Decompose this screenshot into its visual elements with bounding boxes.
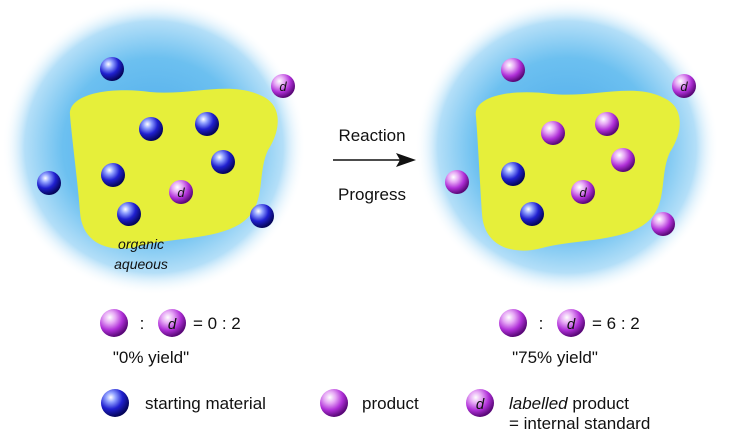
legend-starting-material-label: starting material <box>145 394 266 413</box>
arrow-top-label: Reaction <box>338 126 405 145</box>
product-sphere <box>499 309 527 337</box>
starting-material-sphere <box>520 202 544 226</box>
svg-text:d: d <box>476 396 485 413</box>
right-ratio: : d = 6 : 2 "75% yield" <box>499 309 640 367</box>
product-sphere <box>595 112 619 136</box>
starting-material-sphere <box>139 117 163 141</box>
left-ratio: : d = 0 : 2 "0% yield" <box>100 309 241 367</box>
product-sphere <box>651 212 675 236</box>
starting-material-sphere <box>501 162 525 186</box>
starting-material-sphere <box>211 150 235 174</box>
legend-product-label: product <box>362 394 419 413</box>
ratio-colon: : <box>140 314 145 333</box>
right-panel: d d <box>415 0 719 295</box>
internal-standard-sphere: d <box>271 74 295 98</box>
starting-material-sphere <box>250 204 274 228</box>
internal-standard-sphere: d <box>169 180 193 204</box>
legend-starting-material-sphere <box>101 389 129 417</box>
product-sphere <box>100 309 128 337</box>
product-sphere <box>501 58 525 82</box>
internal-standard-sphere: d <box>557 309 585 337</box>
starting-material-sphere <box>195 112 219 136</box>
organic-label-left: organic <box>118 236 164 252</box>
legend: starting material product d labelled pro… <box>101 389 650 433</box>
legend-internal-standard-sphere: d <box>466 389 494 417</box>
svg-text:d: d <box>579 185 587 200</box>
starting-material-sphere <box>101 163 125 187</box>
arrow-bottom-label: Progress <box>338 185 406 204</box>
yield-text: "75% yield" <box>512 348 598 367</box>
svg-text:d: d <box>567 316 576 333</box>
product-sphere <box>445 170 469 194</box>
starting-material-sphere <box>117 202 141 226</box>
svg-text:d: d <box>168 316 177 333</box>
svg-text:d: d <box>680 79 688 94</box>
svg-text:d: d <box>279 79 287 94</box>
yield-text: "0% yield" <box>113 348 189 367</box>
internal-standard-sphere: d <box>158 309 186 337</box>
internal-standard-sphere: d <box>672 74 696 98</box>
legend-labelled-product-label: labelled product <box>509 394 629 413</box>
left-panel: organic aqueous d d <box>2 0 306 295</box>
starting-material-sphere <box>100 57 124 81</box>
starting-material-sphere <box>37 171 61 195</box>
aqueous-label-left: aqueous <box>114 256 168 272</box>
reaction-arrow: Reaction Progress <box>333 126 416 204</box>
internal-standard-sphere: d <box>571 180 595 204</box>
ratio-value: = 6 : 2 <box>592 314 640 333</box>
product-sphere <box>611 148 635 172</box>
svg-text:d: d <box>177 185 185 200</box>
legend-product-sphere <box>320 389 348 417</box>
product-sphere <box>541 121 565 145</box>
legend-internal-standard-label: = internal standard <box>509 414 650 433</box>
ratio-value: = 0 : 2 <box>193 314 241 333</box>
ratio-colon: : <box>539 314 544 333</box>
